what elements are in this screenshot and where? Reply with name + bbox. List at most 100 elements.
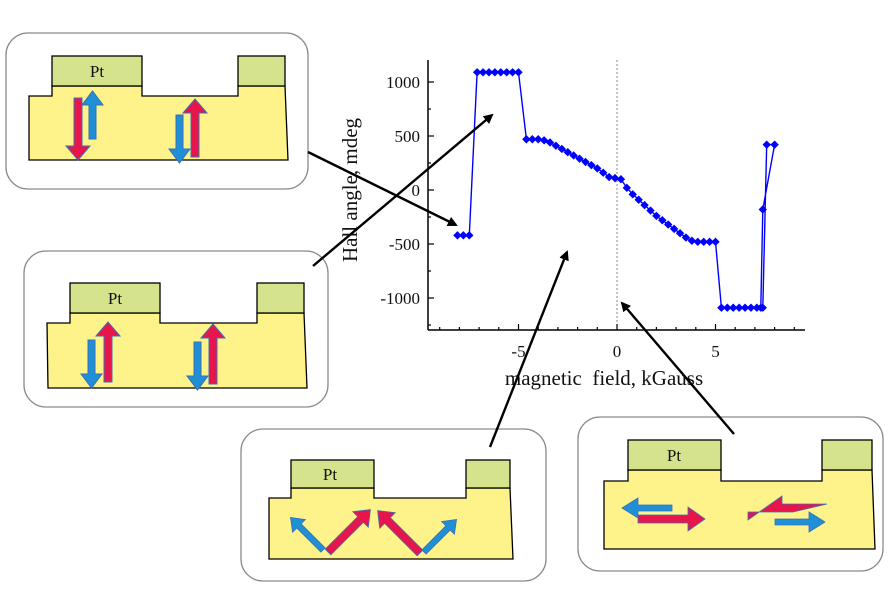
red-arrow-canted [324,509,371,556]
blue-arrow-down [186,341,209,391]
data-point [575,154,584,163]
data-point [746,303,756,312]
moment-arrows [290,509,457,557]
arrow-inset1-to-low-state [307,150,458,227]
red-arrow-down [64,97,92,161]
data-point [502,68,511,77]
y-tick-label: -1000 [380,289,420,308]
data-point [622,183,632,193]
x-axis-label: magnetic field, kGauss [505,366,703,390]
data-point [729,303,738,312]
data-point [459,231,468,240]
red-arrow-up [181,98,209,158]
data-point [610,173,620,183]
y-tick-label: 500 [395,127,421,146]
data-point [687,236,697,245]
blue-arrow-down [80,339,103,389]
blue-arrow-down [168,114,191,164]
data-point [723,303,732,312]
data-point [646,206,655,215]
data-point [465,231,474,240]
pt-label: Pt [323,465,337,484]
y-tick-label: -500 [389,235,420,254]
red-arrow-up [94,321,122,383]
data-point [640,200,649,210]
inset-bottom-right: Pt [577,416,884,572]
data-point [528,135,537,144]
pt-electrode [627,439,722,471]
pt-electrode [290,459,375,489]
data-point [453,231,462,240]
data-point [599,168,608,177]
blue-arrow-canted [290,517,326,553]
data-point [717,303,726,312]
right-electrode [256,282,305,314]
moment-arrows [64,90,209,164]
pt-label: Pt [108,289,122,308]
red-arrow-right [637,506,706,532]
data-point [658,216,667,225]
data-point [545,138,555,147]
data-point [581,157,590,167]
data-point [734,303,744,312]
pt-label: Pt [667,446,681,465]
right-electrode [237,55,286,87]
y-tick-label: 0 [412,181,421,200]
data-point [472,68,482,77]
inset-middle-left: Pt [23,250,329,408]
red-arrow-left [747,495,828,521]
right-electrode [821,439,873,471]
data-point [484,68,494,77]
blue-arrow-right [774,511,826,533]
data-point [587,160,596,170]
data-point [522,135,531,144]
data-point [593,164,602,173]
data-point [711,237,720,247]
data-point [758,205,767,214]
x-tick-label: -5 [511,342,525,361]
data-point [770,140,779,149]
data-point [604,172,614,182]
blue-arrow-left [621,497,673,519]
arrow-inset4-to-zero [620,301,735,435]
data-point [628,190,637,199]
moment-arrows [80,321,227,391]
data-point [756,303,766,312]
series-layer [453,68,779,312]
data-point [652,211,661,221]
arrow-inset2-to-high-state [312,113,494,267]
data-point [534,135,543,144]
red-arrow-up [199,323,227,385]
data-point [664,220,673,229]
data-point [634,195,643,204]
data-point [616,175,626,184]
series-line [457,71,776,309]
data-point [569,151,578,160]
pt-label: Pt [90,62,104,81]
data-point [508,68,517,77]
data-point [693,237,702,247]
inset-bottom-center: Pt [240,428,547,582]
blue-arrow-up [81,90,104,140]
connector-arrows [307,113,735,448]
x-tick-label: 5 [711,342,720,361]
data-point [669,224,679,234]
inset-top-left: Pt [5,32,309,190]
blue-arrow-canted [421,519,457,555]
data-point [514,68,523,77]
right-electrode [465,459,511,489]
data-point [762,140,771,149]
substrate [603,469,876,550]
data-point [705,237,714,247]
data-point [699,237,708,247]
data-point [490,68,500,77]
moment-arrows [621,495,828,533]
y-axis-label: Hall angle, mdeg [338,117,362,262]
data-point [563,148,572,157]
data-point [675,229,685,238]
data-point [681,233,691,242]
red-arrow-canted [377,510,424,557]
